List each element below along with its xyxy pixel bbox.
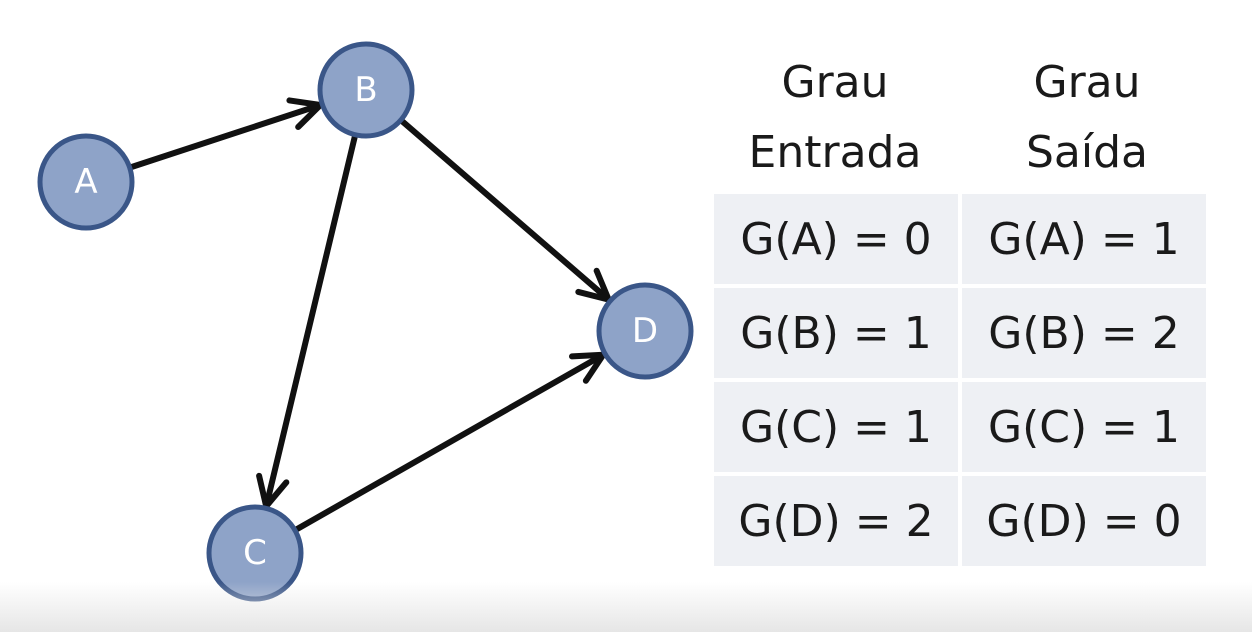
- edge-b-to-c: [256, 131, 359, 510]
- edge-b-to-d: [397, 117, 612, 303]
- in-degree-cell: G(C) = 1: [714, 382, 958, 472]
- node-circle: [37, 133, 135, 231]
- bottom-fade: [0, 582, 1252, 632]
- in-degree-cell: G(D) = 2: [714, 476, 958, 566]
- header-out-degree-line2: Saída: [1025, 127, 1148, 178]
- out-degree-cell: G(D) = 0: [962, 476, 1206, 566]
- table-row: G(C) = 1 G(C) = 1: [714, 382, 1206, 472]
- node-label: C: [243, 533, 267, 573]
- edge-a-to-b: [126, 97, 324, 171]
- degree-table: G(A) = 0 G(A) = 1 G(B) = 1 G(B) = 2 G(C)…: [710, 190, 1210, 570]
- header-out-degree-line1: Grau: [1033, 57, 1141, 108]
- node-label: B: [354, 70, 377, 110]
- in-degree-cell: G(B) = 1: [714, 288, 958, 378]
- node-d: D: [596, 282, 694, 380]
- node-a: A: [37, 133, 135, 231]
- table-row: G(A) = 0 G(A) = 1: [714, 194, 1206, 284]
- table-row: G(B) = 1 G(B) = 2: [714, 288, 1206, 378]
- node-label: D: [632, 311, 658, 351]
- edges-layer: [126, 97, 612, 534]
- out-degree-cell: G(C) = 1: [962, 382, 1206, 472]
- nodes-layer: A B C D: [37, 41, 694, 602]
- node-circle: [317, 41, 415, 139]
- header-out-degree: Grau Saída: [962, 48, 1212, 188]
- out-degree-cell: G(A) = 1: [962, 194, 1206, 284]
- node-b: B: [317, 41, 415, 139]
- in-degree-cell: G(A) = 0: [714, 194, 958, 284]
- header-in-degree-line2: Entrada: [748, 127, 922, 178]
- table-row: G(D) = 2 G(D) = 0: [714, 476, 1206, 566]
- out-degree-cell: G(B) = 2: [962, 288, 1206, 378]
- header-in-degree: Grau Entrada: [710, 48, 960, 188]
- directed-graph: A B C D: [37, 41, 694, 602]
- header-in-degree-line1: Grau: [781, 57, 889, 108]
- node-label: A: [74, 162, 97, 202]
- node-circle: [596, 282, 694, 380]
- edge-c-to-d: [291, 351, 607, 534]
